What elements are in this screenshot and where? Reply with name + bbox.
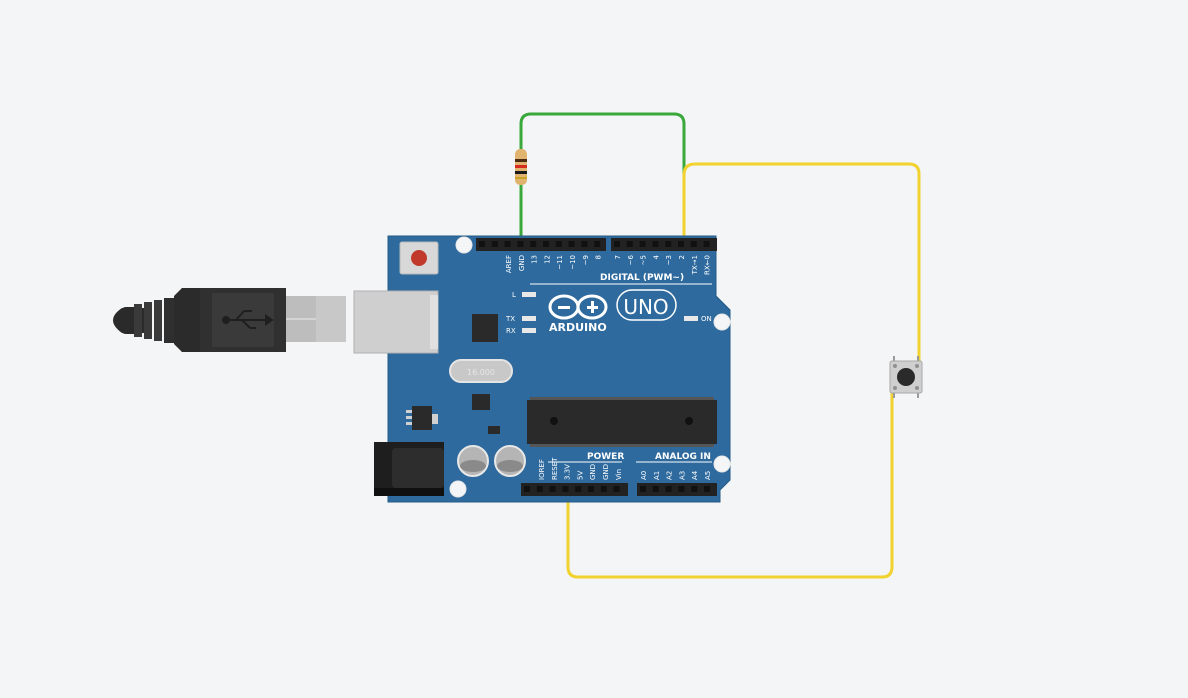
header-pin-socket[interactable] (600, 486, 607, 492)
header-pin-socket[interactable] (504, 241, 511, 247)
pin-label: ~9 (582, 255, 590, 265)
led-label-rx: RX (506, 327, 516, 335)
resistor[interactable] (515, 149, 527, 185)
pin-label: 7 (614, 255, 622, 259)
header-pin-socket[interactable] (690, 241, 697, 247)
pin-label: ~10 (569, 255, 577, 270)
pin-label: A1 (653, 471, 661, 480)
header-pin-socket[interactable] (703, 241, 710, 247)
header-pin-socket[interactable] (568, 241, 575, 247)
header-pin-socket[interactable] (536, 486, 543, 492)
pushbutton[interactable] (889, 356, 923, 398)
led-label-l: L (512, 291, 516, 299)
pin-label: ~5 (640, 255, 648, 265)
pin-label: 13 (531, 255, 539, 264)
header-pin-socket[interactable] (575, 486, 582, 492)
header-pin-socket[interactable] (562, 486, 569, 492)
pin-label: A3 (678, 471, 686, 480)
button-cap[interactable] (897, 368, 915, 386)
voltage-regulator (412, 406, 432, 430)
analog-header-label: ANALOG IN (655, 452, 711, 462)
pin-label: 3.3V (564, 464, 572, 480)
svg-text:16.000: 16.000 (467, 368, 495, 377)
pin-label: ~11 (556, 255, 564, 270)
arduino-uno-board[interactable]: L TX RX ON 16.000 (353, 235, 731, 503)
header-pin-socket[interactable] (652, 241, 659, 247)
green-wire[interactable] (519, 112, 686, 247)
pin-label: Vin (615, 469, 623, 480)
usb-symbol-icon (222, 310, 274, 329)
header-pin-socket[interactable] (594, 241, 601, 247)
header-pin-socket[interactable] (704, 486, 710, 492)
usb-interface-chip (472, 314, 498, 342)
header-pin-socket[interactable] (581, 241, 588, 247)
pin-label: A0 (640, 471, 648, 480)
header-pin-socket[interactable] (543, 241, 549, 247)
yellow-wire-2-to-button[interactable] (682, 162, 921, 370)
header-pin-socket[interactable] (665, 486, 672, 492)
header-pin-socket[interactable] (555, 241, 562, 247)
header-pin-socket[interactable] (491, 241, 498, 247)
digital-header-right (611, 238, 717, 251)
reset-button[interactable] (399, 241, 439, 275)
pin-label: TX→1 (691, 255, 699, 275)
crystal-oscillator: 16.000 (449, 359, 513, 383)
usb-cable[interactable] (113, 288, 346, 352)
pin-label: ~6 (627, 254, 635, 265)
brand-label: ARDUINO (549, 321, 607, 334)
pin-label: GND (602, 464, 610, 480)
yellow-wire-3v3-to-button[interactable] (566, 390, 894, 579)
header-pin-socket[interactable] (588, 486, 594, 492)
header-pin-socket[interactable] (652, 486, 659, 492)
led-label-tx: TX (505, 315, 515, 323)
capacitors (457, 445, 526, 477)
pin-label: A4 (691, 470, 699, 480)
pin-label: 4 (652, 254, 660, 259)
power-header-label: POWER (587, 452, 624, 462)
header-pin-socket[interactable] (639, 241, 646, 247)
header-pin-socket[interactable] (678, 241, 684, 247)
usb-b-jack (353, 290, 439, 354)
pin-label: 12 (543, 255, 551, 264)
pin-label: GND (589, 464, 597, 480)
model-label: UNO (623, 295, 668, 319)
header-pin-socket[interactable] (549, 486, 556, 492)
pin-label: 2 (678, 255, 686, 259)
arduino-logo-icon (548, 294, 608, 320)
pin-label: 8 (595, 255, 603, 259)
pin-label: RX←0 (704, 255, 712, 275)
header-pin-socket[interactable] (517, 241, 524, 247)
pin-label: RESET (551, 457, 559, 480)
header-pin-socket[interactable] (613, 486, 620, 492)
pin-label: ~3 (665, 255, 673, 265)
header-pin-socket[interactable] (626, 241, 633, 247)
digital-header-label: DIGITAL (PWM~) (600, 273, 684, 283)
pin-label: AREF (505, 255, 513, 273)
header-pin-socket[interactable] (530, 241, 537, 247)
header-pin-socket[interactable] (640, 486, 646, 492)
header-pin-socket[interactable] (614, 241, 620, 247)
pin-label: GND (518, 255, 526, 271)
pin-label: A2 (666, 471, 674, 480)
pin-label: 5V (576, 471, 584, 480)
header-pin-socket[interactable] (665, 241, 672, 247)
dc-power-jack (374, 442, 444, 496)
led-label-on: ON (701, 315, 712, 323)
header-pin-socket[interactable] (479, 241, 485, 247)
pin-label: A5 (704, 471, 712, 480)
pin-label: IOREF (538, 459, 546, 480)
atmega328-chip (527, 397, 717, 447)
header-pin-socket[interactable] (691, 486, 698, 492)
header-pin-socket[interactable] (524, 486, 530, 492)
header-pin-socket[interactable] (678, 486, 685, 492)
